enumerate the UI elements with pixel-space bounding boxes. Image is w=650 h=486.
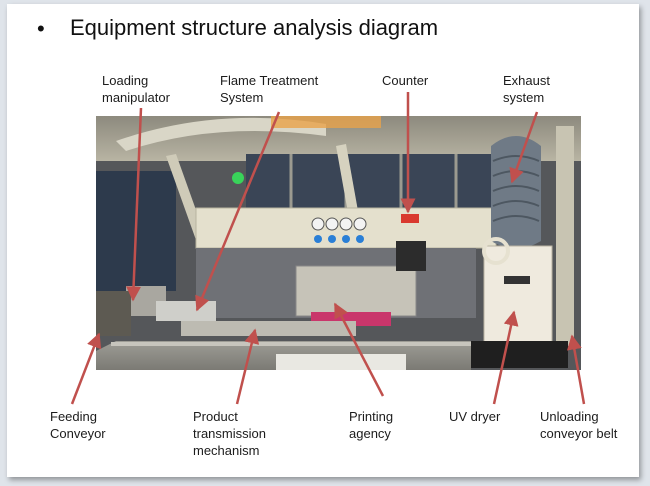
photo-window-left: [96, 171, 176, 291]
photo-conveyor-panel: [276, 354, 406, 370]
arrow-feeding-conveyor: [70, 332, 102, 405]
photo-dryer-base: [468, 341, 568, 368]
photo-green-light: [232, 172, 244, 184]
photo-frame-right: [556, 126, 574, 346]
photo-window-back: [246, 154, 506, 209]
photo-ceiling-light: [271, 116, 381, 128]
photo-uv-dryer: [483, 245, 553, 345]
slide-title: Equipment structure analysis diagram: [70, 15, 439, 40]
bullet-icon: •: [37, 16, 45, 41]
photo-roller: [396, 241, 426, 271]
label-uv-dryer: UV dryer: [449, 409, 501, 424]
photo-gauges: [311, 217, 367, 243]
label-feeding-conveyor: Feeding Conveyor: [50, 409, 106, 441]
label-product-transmission: Product transmission mechanism: [193, 409, 266, 458]
label-printing-agency: Printing agency: [349, 409, 394, 441]
label-counter: Counter: [382, 73, 429, 88]
photo-transmission: [181, 321, 356, 336]
slide: • Equipment structure analysis diagram L…: [7, 4, 639, 477]
label-loading-manipulator: Loading manipulator: [102, 73, 170, 105]
label-unloading-conveyor: Unloading conveyor belt: [540, 409, 618, 441]
equipment-photo: [96, 116, 581, 370]
photo-printing-head: [295, 265, 417, 317]
label-exhaust-system: Exhaust system: [503, 73, 550, 105]
photo-feeding-conveyor: [96, 291, 131, 336]
photo-frame-mid: [336, 144, 358, 213]
photo-exhaust-duct: [491, 136, 541, 249]
photo-flame-nozzle: [156, 301, 216, 321]
photo-counter-display: [401, 214, 419, 223]
label-flame-treatment: Flame Treatment System: [220, 73, 319, 105]
